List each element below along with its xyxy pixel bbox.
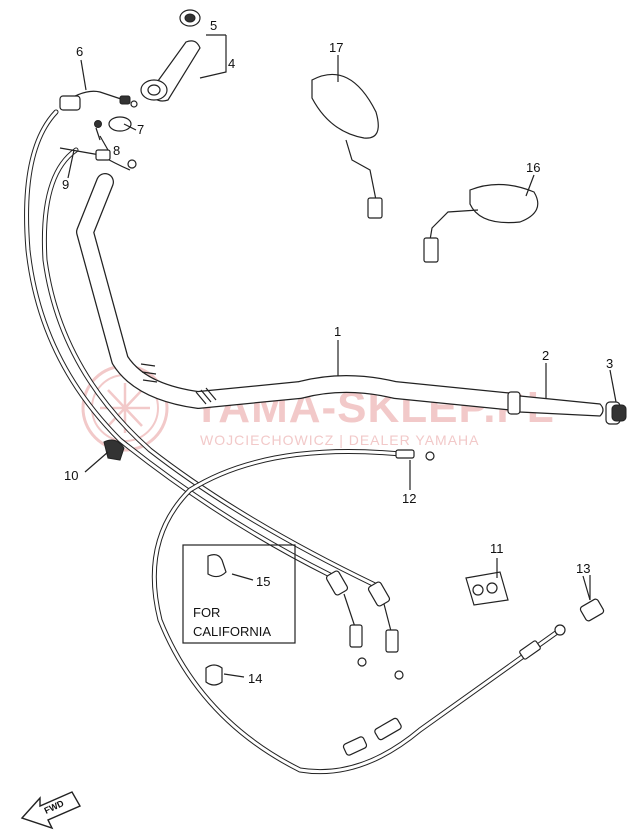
throttle-cables: [24, 109, 404, 680]
bar-end-weight: [605, 401, 627, 425]
fwd-arrow-icon: [20, 791, 81, 830]
callout-5: 5: [210, 18, 217, 33]
callout-2: 2: [542, 348, 549, 363]
cable-adjuster: [579, 575, 605, 622]
callout-9: 9: [62, 177, 69, 192]
callout-1: 1: [334, 324, 341, 339]
leader-lines: [67, 34, 617, 678]
callout-17: 17: [329, 40, 343, 55]
callout-13: 13: [576, 561, 590, 576]
watermark-logo-forks: [100, 383, 150, 433]
callout-11: 11: [490, 541, 504, 556]
fwd-arrow: FWD: [20, 791, 81, 830]
callout-16: 16: [526, 160, 540, 175]
cable-clip: [205, 664, 223, 686]
callout-7: 7: [137, 122, 144, 137]
callout-15: 15: [256, 574, 270, 589]
callout-3: 3: [606, 356, 613, 371]
handlebar: [76, 173, 524, 411]
mirror-left: [311, 73, 383, 219]
california-inset: FOR CALIFORNIA: [182, 544, 296, 644]
clutch-cable: [151, 449, 566, 775]
california-clip-icon: [207, 554, 227, 578]
california-line1: FOR: [193, 605, 220, 620]
cable-clamp: [103, 439, 125, 461]
california-box: [182, 544, 296, 644]
callout-10: 10: [64, 468, 78, 483]
mirror-right: [423, 183, 539, 263]
callout-6: 6: [76, 44, 83, 59]
throttle-grip: [140, 9, 201, 102]
callout-4: 4: [228, 56, 235, 71]
watermark-dealer: WOJCIECHOWICZ | DEALER YAMAHA: [200, 432, 479, 448]
throttle-housing: [59, 90, 138, 141]
right-grip: [507, 391, 604, 417]
callout-8: 8: [113, 143, 120, 158]
cable-holder: [465, 571, 509, 606]
callout-14: 14: [248, 671, 262, 686]
callout-12: 12: [402, 491, 416, 506]
california-line2: CALIFORNIA: [193, 624, 271, 639]
callout-labels: 1 2 3 4 5 6 7 8 9 10 11 12 13 14 15 16 1…: [62, 18, 613, 686]
switch-lead: [59, 147, 137, 171]
